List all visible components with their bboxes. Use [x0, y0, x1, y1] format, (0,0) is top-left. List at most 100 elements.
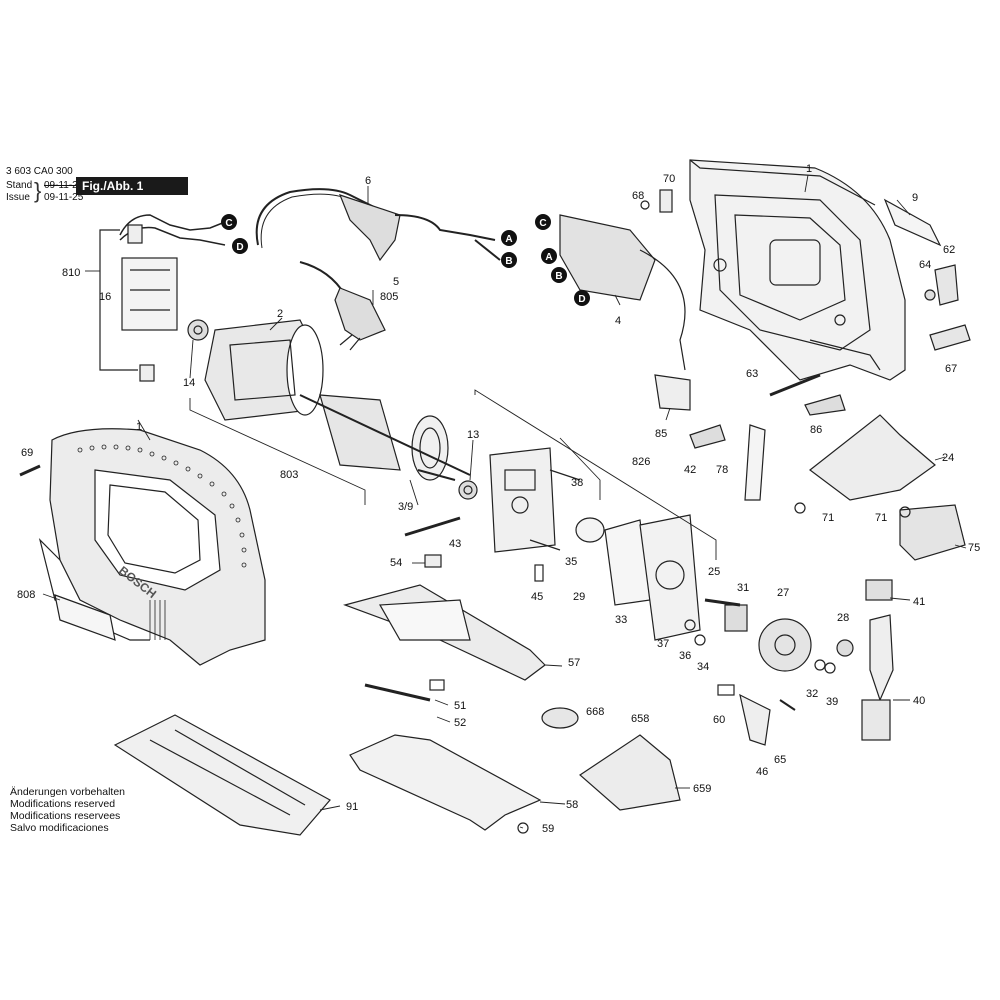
part-label: 27 [777, 587, 789, 599]
base-shoe [113, 714, 331, 836]
part-label: 1 [136, 421, 142, 433]
svg-text:B: B [505, 256, 512, 267]
svg-text:A: A [545, 252, 552, 263]
switch-assembly [559, 189, 691, 411]
svg-text:C: C [225, 218, 232, 229]
wiring-harness [99, 214, 226, 382]
stator-field [187, 319, 324, 421]
issue-label: Issue [6, 192, 30, 203]
part-label: 69 [21, 447, 33, 459]
marker-A-cable-right: A [501, 230, 517, 246]
part-label: 658 [631, 713, 649, 725]
part-label: 43 [449, 538, 461, 550]
part-label: 75 [968, 542, 980, 554]
part-label: 13 [467, 429, 479, 441]
drive-gears [684, 598, 854, 674]
part-label: 16 [99, 291, 111, 303]
part-label: 826 [632, 456, 650, 468]
part-label: 59 [542, 823, 554, 835]
modification-notes: Änderungen vorbehalten Modifications res… [10, 786, 125, 834]
part-label: 9 [912, 192, 918, 204]
misc-left-parts [19, 464, 116, 641]
part-label: 31 [737, 582, 749, 594]
part-label: 54 [390, 557, 402, 569]
part-label: 4 [615, 315, 621, 327]
part-label: 62 [943, 244, 955, 256]
part-label: 35 [565, 556, 577, 568]
gear-housing-plate [489, 447, 581, 553]
part-label: 3/9 [398, 501, 413, 513]
part-label: 41 [913, 596, 925, 608]
part-label: 58 [566, 799, 578, 811]
part-label: 34 [697, 661, 709, 673]
part-label: 65 [774, 754, 786, 766]
part-label: 57 [568, 657, 580, 669]
note-line: Modifications reservees [10, 810, 121, 822]
base-plate-and-lever [349, 679, 542, 834]
small-parts-right [769, 198, 971, 397]
housing-right-half [689, 159, 906, 381]
part-label: 85 [655, 428, 667, 440]
part-label: 37 [657, 638, 669, 650]
intermediate-plates [575, 514, 701, 641]
stand-date: 09-11-23 [44, 180, 84, 191]
marker-A-switch: A [541, 248, 557, 264]
part-label: 28 [837, 612, 849, 624]
part-label: 803 [280, 469, 298, 481]
part-label: 25 [708, 566, 720, 578]
part-label: 52 [454, 717, 466, 729]
housing-left-assembled [38, 428, 266, 666]
connector-markers: C D A B C A B D [221, 214, 590, 306]
part-label: 40 [913, 695, 925, 707]
blade-guide-support [689, 394, 966, 561]
marker-C-cable-left: C [221, 214, 237, 230]
part-label: 5 [393, 276, 399, 288]
brace-symbol: } [34, 178, 42, 203]
part-label: 67 [945, 363, 957, 375]
part-label: 86 [810, 424, 822, 436]
part-label: 24 [942, 452, 954, 464]
part-label: 29 [573, 591, 585, 603]
part-label: 39 [826, 696, 838, 708]
figure-title: Fig./Abb. 1 [76, 177, 188, 195]
part-label: 810 [62, 267, 80, 279]
part-label: 64 [919, 259, 931, 271]
part-label: 659 [693, 783, 711, 795]
part-label: 63 [746, 368, 758, 380]
part-label: 71 [875, 512, 887, 524]
part-label: 33 [615, 614, 627, 626]
part-label: 91 [346, 801, 358, 813]
leader-lines [42, 174, 967, 829]
marker-B-switch: B [551, 267, 567, 283]
marker-D-switch: D [574, 290, 590, 306]
svg-text:D: D [578, 294, 585, 305]
stroke-rod [717, 579, 894, 746]
part-label: 36 [679, 650, 691, 662]
part-label: 6 [365, 175, 371, 187]
part-label: 42 [684, 464, 696, 476]
part-label: 71 [822, 512, 834, 524]
issue-date: 09-11-25 [44, 192, 84, 203]
note-line: Änderungen vorbehalten [10, 786, 126, 798]
part-label: 14 [183, 377, 195, 389]
part-label: 70 [663, 173, 675, 185]
svg-text:B: B [555, 271, 562, 282]
part-label: 68 [632, 190, 644, 202]
marker-B-cable-right: B [501, 252, 517, 268]
note-line: Modifications reserved [10, 798, 116, 810]
part-labels: 1 1 2 3/9 4 5 6 9 13 14 16 24 25 27 28 2… [17, 163, 980, 835]
part-label: 45 [531, 591, 543, 603]
note-line: Salvo modificaciones [10, 822, 109, 834]
svg-text:A: A [505, 234, 512, 245]
power-cable [255, 188, 501, 351]
document-number: 3 603 CA0 300 [6, 166, 73, 177]
part-label: 51 [454, 700, 466, 712]
marker-D-cable-left: D [232, 238, 248, 254]
svg-text:D: D [236, 242, 243, 253]
marker-C-switch: C [535, 214, 551, 230]
armature [299, 394, 478, 500]
part-label: 32 [806, 688, 818, 700]
part-label: 1 [806, 163, 812, 175]
